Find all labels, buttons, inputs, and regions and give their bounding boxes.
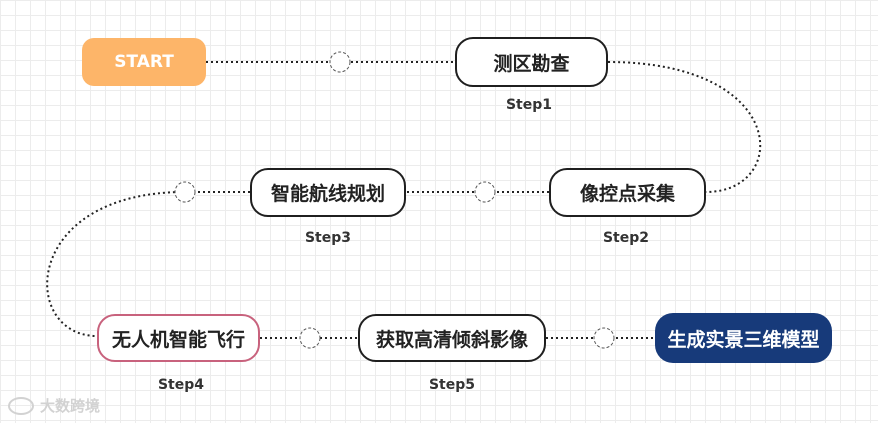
- junction-circle: [474, 181, 496, 203]
- route-planning-node: 智能航线规划: [250, 168, 406, 217]
- junction-circle: [329, 51, 351, 73]
- connector-survey-control: [607, 61, 762, 193]
- step1-label: Step1: [505, 97, 553, 113]
- step2-label: Step2: [602, 230, 650, 246]
- uav-flight-node: 无人机智能飞行: [97, 314, 260, 362]
- 3d-model-node: 生成实景三维模型: [655, 313, 832, 363]
- step3-label: Step3: [304, 230, 352, 246]
- watermark-logo-icon: [8, 396, 34, 415]
- junction-circle: [174, 181, 196, 203]
- watermark-text: 大数跨境: [40, 397, 101, 415]
- control-points-node: 像控点采集: [549, 168, 706, 217]
- step5-label: Step5: [428, 377, 476, 393]
- connector-route-flight: [46, 191, 250, 337]
- image-capture-node: 获取高清倾斜影像: [358, 314, 546, 362]
- junction-circle: [593, 327, 615, 349]
- step4-label: Step4: [157, 377, 205, 393]
- survey-node: 测区勘查: [455, 37, 608, 87]
- junction-circle: [299, 327, 321, 349]
- start-node: START: [82, 38, 206, 86]
- watermark: 大数跨境: [8, 395, 100, 416]
